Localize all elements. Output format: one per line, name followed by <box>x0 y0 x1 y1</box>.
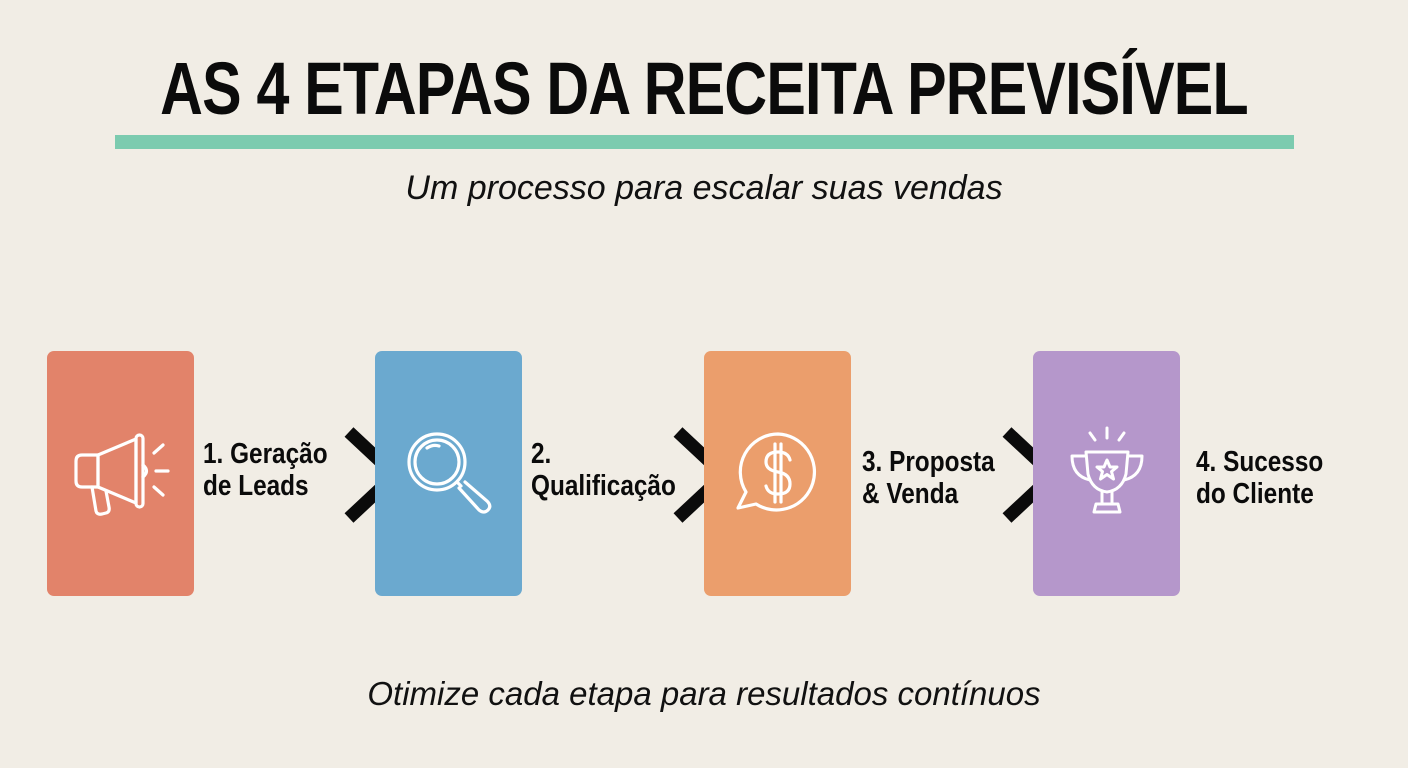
step-4-label: 4. Sucesso do Cliente <box>1196 446 1324 510</box>
trophy-icon <box>1070 426 1143 513</box>
page-title: AS 4 ETAPAS DA RECEITA PREVISÍVEL <box>160 47 1248 130</box>
step-4-card <box>1033 351 1180 596</box>
step-3-card <box>704 351 851 596</box>
footer-tagline: Otimize cada etapa para resultados contí… <box>367 675 1041 712</box>
step-1-label: 1. Geração de Leads <box>203 438 328 502</box>
step-2-card <box>375 351 522 596</box>
title-underline <box>115 135 1294 149</box>
page-subtitle: Um processo para escalar suas vendas <box>405 169 1003 207</box>
step-1-card <box>47 351 194 596</box>
megaphone-icon <box>73 432 170 516</box>
step-3-label: 3. Proposta & Venda <box>862 446 995 510</box>
magnifying-glass-icon <box>406 431 491 514</box>
step-2-label: 2. Qualificação <box>531 438 676 502</box>
dollar-speech-bubble-icon <box>735 431 816 512</box>
